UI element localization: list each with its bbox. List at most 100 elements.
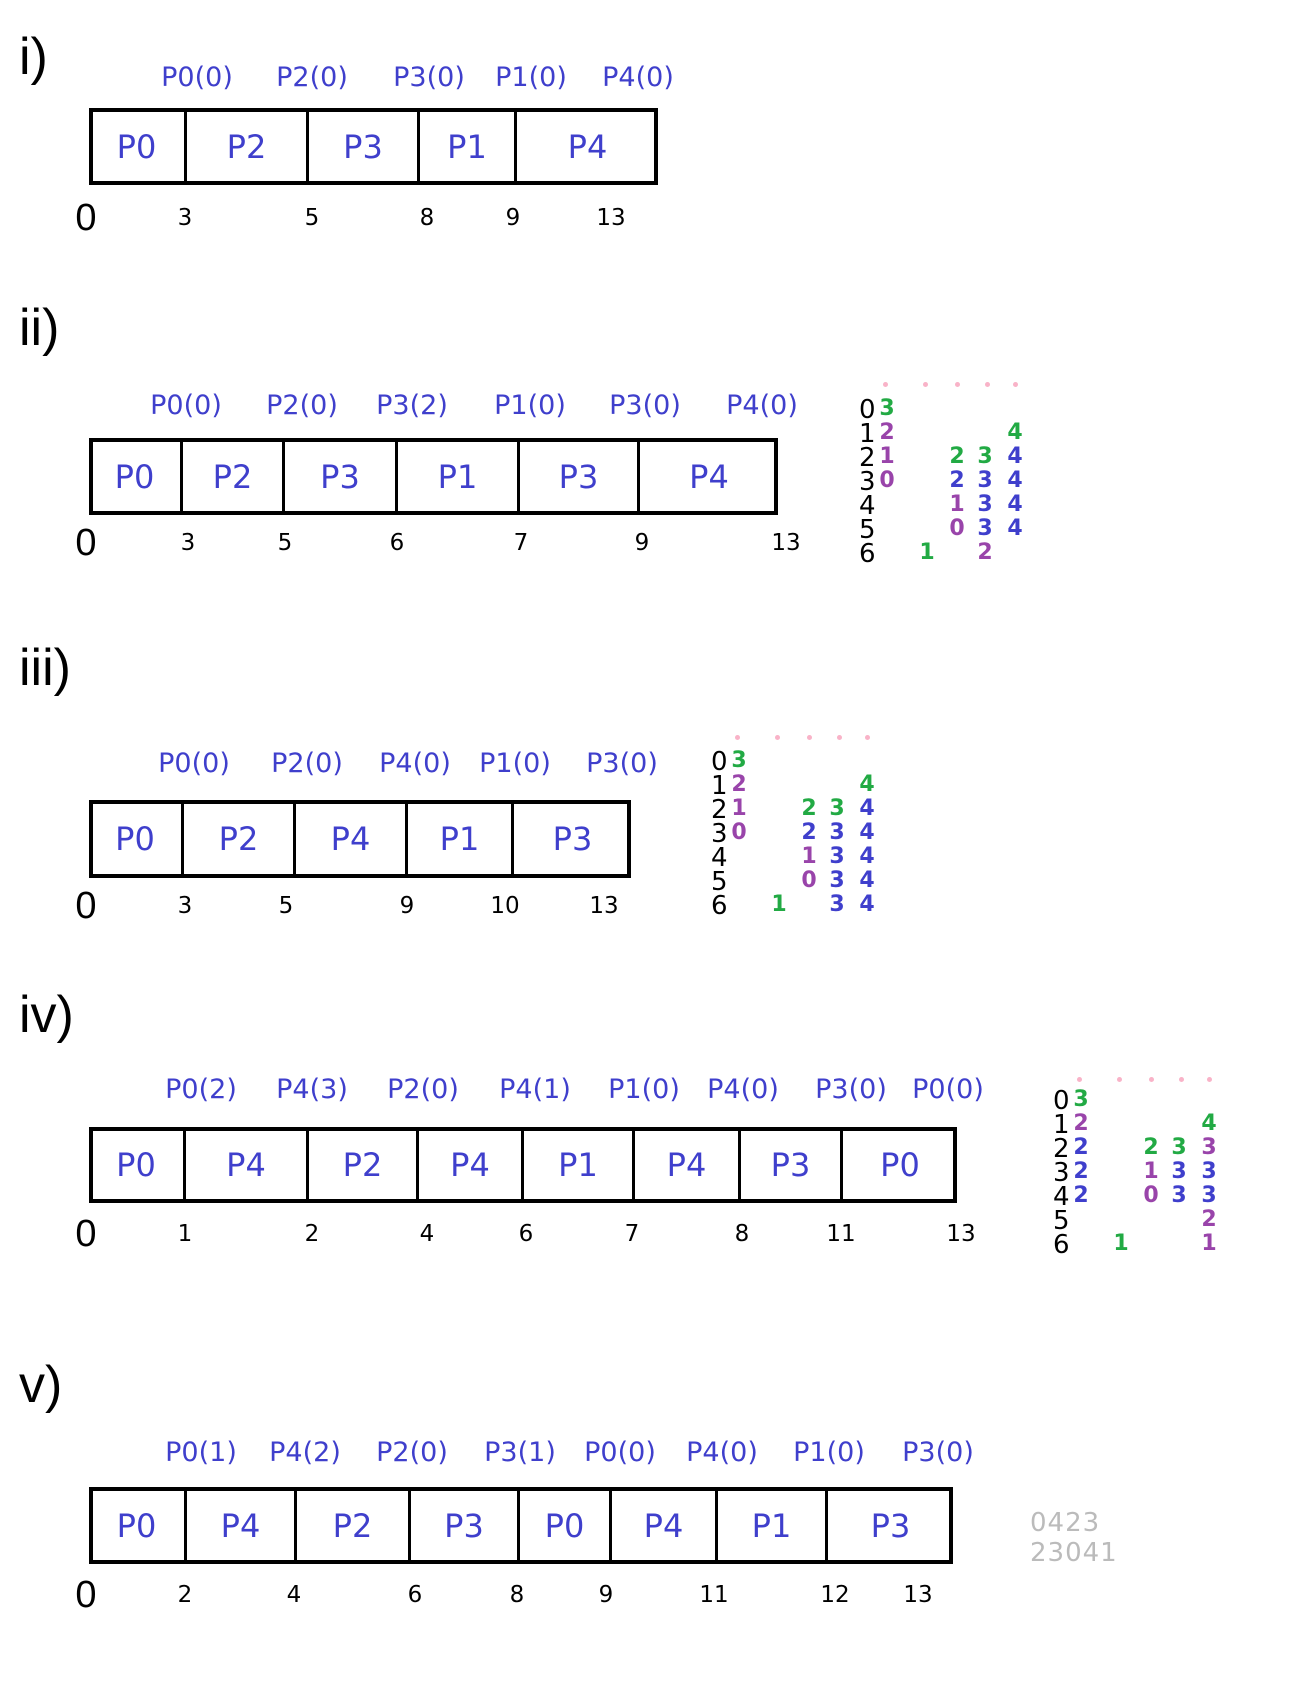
trace-value: 1 [771,892,787,917]
time-tick: 10 [490,893,520,919]
trace-value: 4 [1007,492,1023,517]
trace-value: 4 [859,796,875,821]
gantt-block: P4 [419,1131,524,1199]
time-tick: 9 [505,205,521,231]
trace-value: 0 [879,468,895,493]
trace-time: 5 [859,515,876,545]
process-priority-label: P2(0) [376,1437,448,1468]
gantt-block: P4 [186,1131,309,1199]
time-tick: 0 [75,1213,97,1255]
trace-value: 2 [1201,1207,1217,1232]
process-priority-label: P0(0) [150,390,222,421]
time-tick: 0 [75,1574,97,1616]
time-tick: 5 [304,205,320,231]
trace-value: 2 [879,420,895,445]
section-label: iii) [19,639,71,697]
trace-time: 4 [859,491,876,521]
trace-value: 3 [977,444,993,469]
time-tick: 2 [304,1221,320,1247]
process-priority-label: P1(0) [793,1437,865,1468]
process-priority-label: P3(0) [609,390,681,421]
gantt-block: P0 [89,442,183,511]
process-priority-label: P4(0) [686,1437,758,1468]
process-priority-label: P0(1) [165,1437,237,1468]
trace-value: 3 [829,892,845,917]
time-tick: 12 [820,1582,850,1608]
trace-value: 3 [1201,1159,1217,1184]
process-priority-label: P3(0) [815,1074,887,1105]
trace-value: 4 [1007,420,1023,445]
gantt-block: P3 [520,442,640,511]
trace-value: 4 [1007,444,1023,469]
trace-value: 2 [1073,1159,1089,1184]
trace-time: 6 [711,891,728,921]
gantt-block: P3 [741,1131,843,1199]
marker-dot [1149,1077,1154,1082]
time-tick: 0 [75,522,97,564]
trace-time: 4 [1053,1182,1070,1212]
time-tick: 6 [407,1582,423,1608]
trace-value: 1 [949,492,965,517]
trace-value: 3 [829,868,845,893]
time-tick: 3 [180,530,196,556]
gantt-block: P1 [408,804,514,874]
trace-time: 3 [1053,1158,1070,1188]
gantt-block: P2 [297,1491,411,1560]
trace-value: 4 [859,772,875,797]
time-tick: 6 [389,530,405,556]
gantt-block: P0 [89,112,187,181]
trace-value: 4 [1201,1111,1217,1136]
trace-time: 1 [1053,1110,1070,1140]
trace-value: 0 [731,820,747,845]
trace-value: 2 [731,772,747,797]
process-priority-label: P4(1) [499,1074,571,1105]
gantt-block: P4 [635,1131,741,1199]
trace-value: 2 [801,820,817,845]
trace-value: 0 [1143,1183,1159,1208]
time-tick: 2 [177,1582,193,1608]
time-tick: 9 [598,1582,614,1608]
trace-value: 2 [977,540,993,565]
trace-value: 1 [1201,1231,1217,1256]
marker-dot [955,382,960,387]
gantt-block: P3 [411,1491,520,1560]
trace-time: 1 [711,771,728,801]
time-tick: 4 [419,1221,435,1247]
marker-dot [775,735,780,740]
process-priority-label: P1(0) [479,748,551,779]
trace-value: 4 [859,892,875,917]
process-priority-label: P4(0) [602,62,674,93]
gantt-block: P0 [880,1146,920,1184]
marker-dot [883,382,888,387]
marker-dot [735,735,740,740]
trace-value: 1 [1113,1231,1129,1256]
process-priority-label: P0(2) [165,1074,237,1105]
marker-dot [807,735,812,740]
time-tick: 7 [624,1221,640,1247]
gantt-block: P1 [718,1491,828,1560]
time-tick: 13 [771,530,801,556]
trace-value: 3 [977,492,993,517]
trace-value: 3 [1171,1159,1187,1184]
process-priority-label: P3(0) [586,748,658,779]
trace-value: 0 [949,516,965,541]
time-tick: 9 [399,893,415,919]
gantt-block: P4 [296,804,408,874]
marker-dot [1077,1077,1082,1082]
trace-time: 1 [859,419,876,449]
section-label: ii) [19,299,60,357]
time-tick: 9 [634,530,650,556]
time-tick: 13 [596,205,626,231]
gantt-block: P0 [89,1491,187,1560]
trace-value: 3 [829,796,845,821]
trace-value: 2 [1143,1135,1159,1160]
section-label: i) [19,28,48,86]
process-priority-label: P0(0) [158,748,230,779]
process-priority-label: P4(0) [726,390,798,421]
trace-value: 4 [1007,516,1023,541]
process-priority-label: P2(0) [387,1074,459,1105]
